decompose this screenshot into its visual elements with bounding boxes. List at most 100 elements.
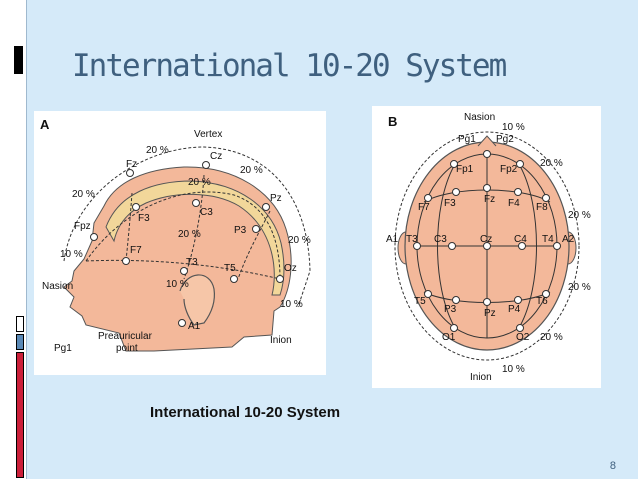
svg-text:10 %: 10 %	[166, 279, 189, 290]
electrode-f3	[132, 203, 140, 211]
svg-text:20 %: 20 %	[240, 165, 263, 176]
electrode-fp1	[450, 160, 458, 168]
svg-text:20 %: 20 %	[540, 158, 563, 169]
svg-text:Oz: Oz	[284, 263, 297, 274]
svg-text:F7: F7	[130, 245, 142, 256]
svg-text:C4: C4	[514, 234, 527, 245]
svg-text:Pz: Pz	[270, 193, 282, 204]
svg-text:Pg2: Pg2	[496, 134, 514, 145]
parietal-line	[237, 210, 271, 280]
electrode-f3	[452, 188, 460, 196]
figure-caption: International 10-20 System	[150, 404, 341, 421]
svg-text:F3: F3	[444, 198, 456, 209]
label-inion: Inion	[270, 335, 292, 346]
figure-b-label: B	[388, 114, 397, 129]
label-pg1: Pg1	[54, 343, 72, 354]
svg-text:C3: C3	[434, 234, 447, 245]
electrode-t5	[230, 275, 238, 283]
svg-text:T3: T3	[406, 234, 418, 245]
label-preauricular: Preauricular	[98, 331, 153, 342]
figure-b-diagram: B Nasion 10 % Pg1 Pg2 20 % 20 % 20 % 20 …	[386, 112, 591, 383]
page-number: 8	[609, 460, 616, 472]
electrode-c3	[448, 242, 456, 250]
svg-text:Fz: Fz	[126, 159, 137, 170]
svg-text:F3: F3	[138, 213, 150, 224]
ear-shape	[179, 274, 215, 326]
electrode-o1	[450, 324, 458, 332]
electrode-p3	[252, 225, 260, 233]
svg-text:10 %: 10 %	[502, 122, 525, 133]
electrode-cz	[202, 161, 210, 169]
svg-text:20 %: 20 %	[188, 177, 211, 188]
title-marker	[14, 46, 23, 74]
svg-text:C3: C3	[200, 207, 213, 218]
electrode-f8	[542, 194, 550, 202]
left-arc	[437, 165, 455, 327]
right-arc	[519, 165, 537, 327]
electrode-t3	[180, 267, 188, 275]
electrode-t3	[413, 242, 421, 250]
svg-text:20 %: 20 %	[288, 235, 311, 246]
figure-a-diagram: A Vertex 20 % 20 % 20 % 20 % 20 % 20 % 1…	[40, 117, 311, 354]
svg-text:Fz: Fz	[484, 194, 495, 205]
electrode-cz	[483, 242, 491, 250]
electrode-c4	[518, 242, 526, 250]
svg-text:T4: T4	[542, 234, 554, 245]
nose-shape	[477, 135, 497, 147]
svg-text:10 %: 10 %	[502, 364, 525, 375]
electrode-a1	[178, 319, 186, 327]
outer-arc	[63, 146, 311, 308]
electrode-oz	[276, 275, 284, 283]
label-vertex: Vertex	[194, 129, 222, 140]
svg-text:A2: A2	[562, 234, 575, 245]
svg-text:Fpz: Fpz	[74, 221, 91, 232]
electrode-f7	[424, 194, 432, 202]
label-nasion: Nasion	[42, 281, 73, 292]
svg-text:Pg1: Pg1	[458, 134, 476, 145]
sagittal-line	[85, 191, 281, 280]
svg-text:T5: T5	[414, 296, 426, 307]
rail-divider	[26, 0, 27, 479]
svg-text:O1: O1	[442, 332, 456, 343]
svg-text:Fp1: Fp1	[456, 164, 474, 175]
electrode-t4	[553, 242, 561, 250]
svg-text:10 %: 10 %	[60, 249, 83, 260]
svg-text:20 %: 20 %	[568, 282, 591, 293]
frontal-line	[125, 192, 133, 262]
label-inion: Inion	[470, 372, 492, 383]
svg-text:20 %: 20 %	[540, 332, 563, 343]
figure-b-panel: B Nasion 10 % Pg1 Pg2 20 % 20 % 20 % 20 …	[372, 106, 601, 388]
electrode-p3	[452, 296, 460, 304]
svg-text:A1: A1	[386, 234, 399, 245]
svg-text:O2: O2	[516, 332, 530, 343]
label-point: point	[116, 343, 138, 354]
svg-text:Fp2: Fp2	[500, 164, 518, 175]
electrode-f4	[514, 188, 522, 196]
svg-text:F4: F4	[508, 198, 520, 209]
rail-marker-red	[16, 352, 24, 478]
svg-text:T3: T3	[186, 257, 198, 268]
electrode-o2	[516, 324, 524, 332]
figure-a-panel: A Vertex 20 % 20 % 20 % 20 % 20 % 20 % 1…	[34, 111, 326, 375]
svg-text:Cz: Cz	[210, 151, 222, 162]
svg-text:Cz: Cz	[480, 234, 492, 245]
svg-text:P3: P3	[444, 304, 457, 315]
svg-text:T6: T6	[536, 296, 548, 307]
electrode-pz	[262, 203, 270, 211]
svg-text:10 %: 10 %	[280, 299, 303, 310]
outer-dashed-arc	[394, 131, 580, 361]
svg-text:A1: A1	[188, 321, 201, 332]
svg-text:P3: P3	[234, 225, 247, 236]
label-nasion: Nasion	[464, 112, 495, 123]
rail-marker-blue	[16, 334, 24, 350]
electrode-pz	[483, 298, 491, 306]
electrode-p4	[514, 296, 522, 304]
electrode-nasion-pt	[483, 150, 491, 158]
slide-title: International 10-20 System	[72, 48, 507, 84]
electrode-fp2	[516, 160, 524, 168]
electrode-f7	[122, 257, 130, 265]
svg-text:T5: T5	[224, 263, 236, 274]
electrode-fz	[126, 169, 134, 177]
svg-text:P4: P4	[508, 304, 521, 315]
